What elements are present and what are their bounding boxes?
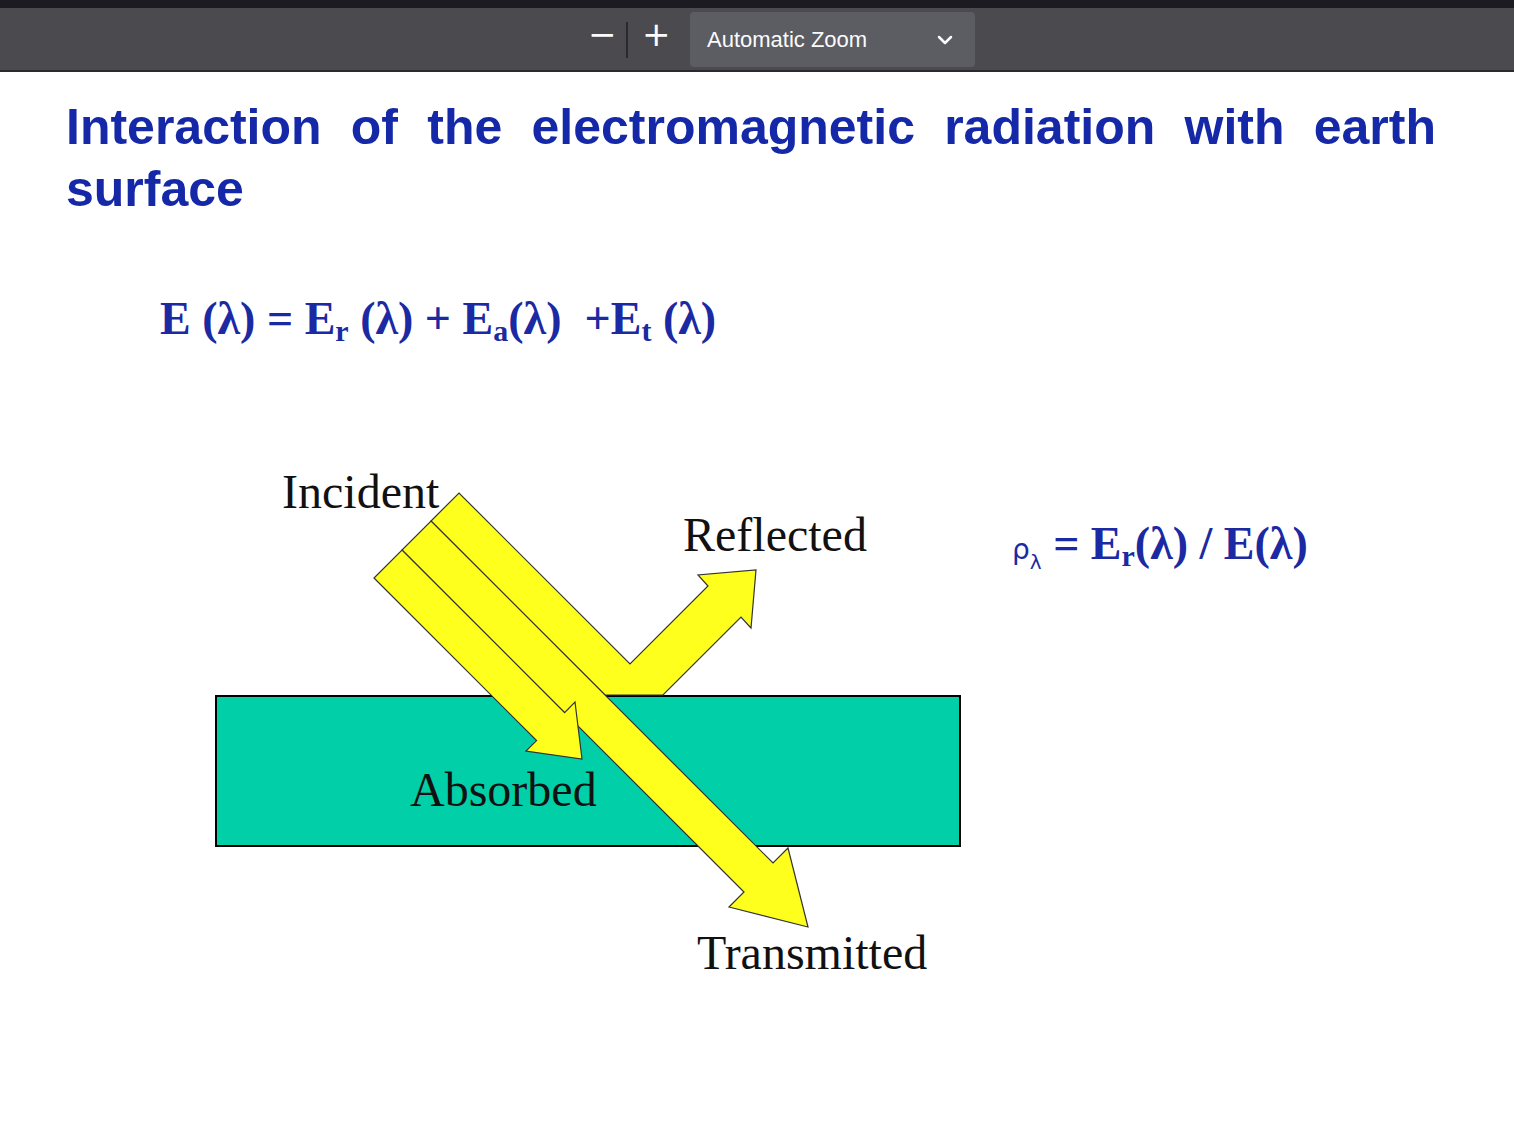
toolbar-divider bbox=[626, 22, 628, 58]
zoom-in-button: + bbox=[642, 17, 671, 51]
incident-label-box: Incident bbox=[282, 468, 439, 516]
reflected-label-box: Reflected bbox=[683, 511, 867, 559]
incident-label: Incident bbox=[282, 468, 439, 516]
dropdown-chevron bbox=[939, 37, 951, 43]
absorbed-label: Absorbed bbox=[410, 762, 597, 817]
equation-term: (λ) bbox=[651, 293, 716, 344]
reflectance-symbol: ρ bbox=[1012, 533, 1030, 566]
equation-term: (λ) / E(λ) bbox=[1135, 518, 1308, 569]
transmitted-label-box: Transmitted bbox=[697, 929, 927, 977]
zoom-dropdown: Automatic Zoom bbox=[690, 12, 975, 67]
reflectance-equation: ρλ = Er(λ) / E(λ) bbox=[1012, 516, 1308, 572]
zoom-out-button-box: − bbox=[588, 17, 617, 51]
zoom-out-button: − bbox=[588, 17, 617, 51]
absorbed-beam bbox=[374, 550, 582, 759]
transmitted-label: Transmitted bbox=[697, 929, 927, 977]
slide-title: Interaction of the electromagnetic radia… bbox=[66, 96, 1436, 220]
zoom-in-button-box: + bbox=[642, 17, 671, 51]
equation-subscript: r bbox=[335, 314, 348, 347]
equation-term: E (λ) = E bbox=[160, 293, 335, 344]
equation-subscript: r bbox=[1122, 539, 1135, 572]
equation-term: = E bbox=[1042, 518, 1122, 569]
transmitted-beam bbox=[402, 521, 808, 927]
equation-term: (λ) +E bbox=[508, 293, 641, 344]
equation-subscript: a bbox=[493, 314, 508, 347]
energy-balance-equation: E (λ) = Er (λ) + Ea(λ) +Et (λ) bbox=[160, 291, 716, 347]
equation-term: (λ) + E bbox=[349, 293, 494, 344]
zoom-label: Automatic Zoom bbox=[707, 27, 867, 52]
equation-subscript: λ bbox=[1030, 550, 1042, 574]
reflected-label: Reflected bbox=[683, 511, 867, 559]
equation-subscript: t bbox=[641, 314, 651, 347]
